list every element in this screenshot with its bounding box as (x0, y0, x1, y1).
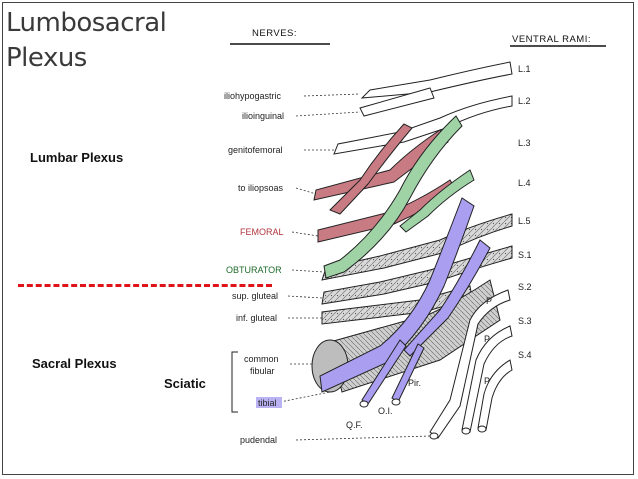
rami-labels: L.1 L.2 L.3 L.4 L.5 S.1 S.2 S.3 S.4 (518, 64, 532, 360)
label-pudendal: pudendal (240, 435, 277, 445)
lumbar-white-nerves (333, 61, 513, 155)
slide-title: Lumbosacral Plexus (6, 6, 167, 76)
obturator-nerve (323, 115, 475, 279)
ramus-s3: S.3 (518, 316, 532, 326)
lumbar-sacral-divider (18, 284, 272, 287)
label-iliohypogastric: iliohypogastric (224, 91, 282, 101)
tibial-label-highlight (256, 397, 282, 408)
ramus-l4: L.4 (518, 178, 531, 188)
label-pir: Pir. (408, 378, 421, 388)
label-p3: P (484, 376, 490, 386)
label-inf-gluteal: inf. gluteal (236, 313, 277, 323)
label-p1: P (486, 296, 492, 306)
ramus-s1: S.1 (518, 250, 532, 260)
label-common: common (244, 354, 279, 364)
tibial-nerve (319, 197, 491, 405)
label-sup-gluteal: sup. gluteal (232, 291, 278, 301)
rami-header: VENTRAL RAMI: (512, 34, 591, 45)
lumbar-plexus-label: Lumbar Plexus (30, 150, 124, 165)
nerve-labels: iliohypogastric ilioinguinal genitofemor… (224, 91, 284, 445)
label-oi: O.I. (378, 406, 393, 416)
sacral-white-nerves (359, 289, 513, 440)
label-femoral: FEMORAL (240, 227, 284, 237)
label-ilioinguinal: ilioinguinal (242, 111, 284, 121)
ramus-l1: L.1 (518, 64, 531, 74)
label-obturator: OBTURATOR (226, 265, 282, 275)
nerves-header: NERVES: (252, 28, 297, 39)
muscle-labels: Pir. O.I. Q.F. P P P (346, 296, 492, 430)
title-line-1: Lumbosacral (6, 8, 167, 38)
sacral-plexus-label: Sacral Plexus (32, 356, 117, 371)
label-qf: Q.F. (346, 420, 363, 430)
ramus-s4: S.4 (518, 350, 532, 360)
slide-frame (2, 2, 634, 475)
ramus-l3: L.3 (518, 138, 531, 148)
label-tibial: tibial (258, 398, 277, 408)
sciatic-bracket (231, 351, 238, 413)
label-genitofemoral: genitofemoral (228, 145, 283, 155)
title-line-2: Plexus (6, 43, 87, 73)
label-p2: P (484, 334, 490, 344)
sciatic-label: Sciatic (164, 376, 206, 391)
ramus-l2: L.2 (518, 96, 531, 106)
ramus-l5: L.5 (518, 216, 531, 226)
ramus-s2: S.2 (518, 282, 532, 292)
label-fibular: fibular (250, 366, 275, 376)
leader-lines (279, 93, 431, 441)
label-to-iliopsoas: to iliopsoas (238, 183, 284, 193)
